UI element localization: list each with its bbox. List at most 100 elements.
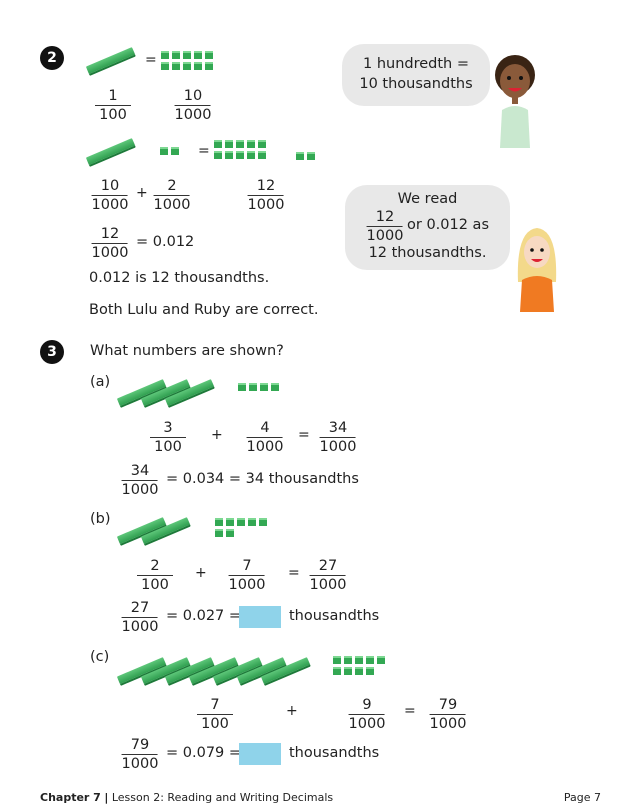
numerator: 12 [248, 178, 284, 196]
equation-text: = 0.079 = [166, 745, 242, 761]
unit-cube [194, 62, 202, 70]
unit-cube [271, 383, 279, 391]
equation-text: = 0.012 [136, 234, 195, 250]
conclusion-text: Both Lulu and Ruby are correct. [89, 302, 319, 318]
unit-cube [214, 140, 222, 148]
unit-cube [183, 62, 191, 70]
unit-cube [161, 62, 169, 70]
plus-sign: + [211, 427, 223, 443]
unit-cube [172, 51, 180, 59]
denominator: 1000 [348, 716, 386, 732]
unit-cube [215, 529, 223, 537]
unit-cube [249, 383, 257, 391]
numerator: 34 [320, 420, 356, 438]
equals-sign: = [298, 427, 310, 443]
denominator: 1000 [174, 107, 212, 123]
numerator: 1 [95, 88, 131, 106]
unit-cube [205, 51, 213, 59]
denominator: 1000 [121, 482, 159, 498]
part-b-label: (b) [90, 511, 111, 527]
lesson-title: Lesson 2: Reading and Writing Decimals [111, 791, 334, 804]
unit-cube [226, 518, 234, 526]
bubble-line: or 0.012 as [407, 217, 490, 233]
equals-sign: = [198, 143, 210, 159]
denominator: 1000 [366, 228, 404, 244]
answer-box[interactable] [239, 606, 281, 628]
unit-cube [366, 656, 374, 664]
equation-text: = 0.027 = [166, 608, 242, 624]
unit-cube [172, 62, 180, 70]
unit-cube [225, 151, 233, 159]
plus-sign: + [195, 565, 207, 581]
unit-cube [160, 147, 168, 155]
denominator: 1000 [121, 756, 159, 772]
part-c-label: (c) [90, 649, 110, 665]
separator: | [104, 791, 109, 804]
bubble-line: 12 thousandths. [368, 245, 487, 261]
numerator: 2 [137, 558, 173, 576]
unit-cube [307, 152, 315, 160]
unit-cube [236, 140, 244, 148]
unit-cube [247, 140, 255, 148]
bubble-line: We read [397, 191, 458, 207]
unit-cube [355, 667, 363, 675]
numerator: 79 [122, 737, 158, 755]
denominator: 1000 [228, 577, 266, 593]
question-number-3: 3 [40, 340, 64, 364]
denominator: 1000 [153, 197, 191, 213]
character-girl-illustration [517, 228, 557, 312]
answer-box[interactable] [239, 743, 281, 765]
unit-cube [333, 667, 341, 675]
denominator: 1000 [91, 197, 129, 213]
unit-cube [183, 51, 191, 59]
denominator: 100 [201, 716, 229, 732]
numerator: 12 [92, 226, 128, 244]
denominator: 1000 [309, 577, 347, 593]
bubble-line: 1 hundredth = [362, 56, 469, 72]
numerator: 3 [150, 420, 186, 438]
denominator: 100 [99, 107, 127, 123]
unit-cube [225, 140, 233, 148]
numerator: 79 [430, 697, 466, 715]
unit-cube [194, 51, 202, 59]
numerator: 34 [122, 463, 158, 481]
unit-cube [355, 656, 363, 664]
unit-cube [238, 383, 246, 391]
numerator: 27 [122, 600, 158, 618]
numerator: 9 [349, 697, 385, 715]
numerator: 10 [92, 178, 128, 196]
unit-cube [333, 656, 341, 664]
unit-cube [258, 140, 266, 148]
page-number: Page 7 [563, 791, 601, 804]
equals-sign: = [145, 52, 157, 68]
unit-cube [236, 151, 244, 159]
numerator: 4 [247, 420, 283, 438]
tens-rod [85, 47, 136, 74]
unit-text: thousandths [289, 608, 380, 624]
numerator: 7 [197, 697, 233, 715]
chapter-label: Chapter 7 [40, 791, 101, 804]
numerator: 12 [367, 209, 403, 227]
numerator: 7 [229, 558, 265, 576]
denominator: 100 [154, 439, 182, 455]
equals-sign: = [404, 703, 416, 719]
numerator: 27 [310, 558, 346, 576]
denominator: 1000 [429, 716, 467, 732]
